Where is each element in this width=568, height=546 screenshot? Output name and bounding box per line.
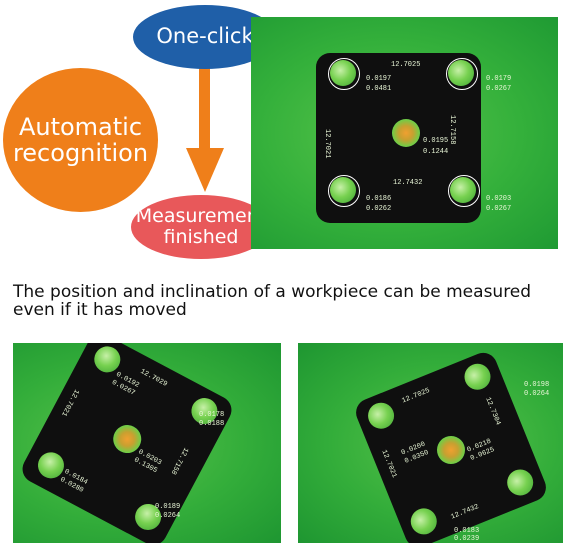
hole-center: [392, 119, 420, 147]
measurement-value: 0.0481: [366, 85, 392, 93]
measurement-value: 0.0197: [366, 75, 392, 83]
detection-ring: [448, 175, 480, 207]
caption-line1: The position and inclination of a workpi…: [13, 282, 532, 302]
measurement-value: 0.0203: [486, 195, 512, 203]
detection-ring: [328, 175, 360, 207]
caption-line2: even if it has moved: [13, 300, 187, 320]
moved-workpiece-photo-left: 12.7029 12.7021 12.7158 0.0192 0.0267 0.…: [13, 343, 281, 543]
main-workpiece-photo: 12.7025 12.7021 12.7158 12.7432 0.0197 0…: [251, 17, 558, 249]
measurement-finished-line2: finished: [163, 226, 239, 248]
measurement-value: 0.0195: [423, 137, 449, 145]
measurement-value: 0.0267: [486, 205, 512, 213]
measurement-value: 0.0183: [454, 527, 480, 535]
detection-ring: [328, 58, 360, 90]
rotated-plate-group: 12.7029 12.7021 12.7158 0.0192 0.0267 0.…: [17, 343, 237, 543]
automatic-recognition-line1: Automatic: [18, 112, 143, 141]
arrow-down-icon: [186, 148, 224, 192]
measurement-value: 0.0262: [366, 205, 392, 213]
caption: The position and inclination of a workpi…: [13, 283, 563, 319]
automatic-recognition-line2: recognition: [12, 139, 149, 167]
left-dimension: 12.7021: [323, 129, 331, 159]
measurement-value: 0.0178: [199, 411, 225, 419]
measurement-value: 0.0264: [524, 390, 550, 398]
measurement-value: 0.0267: [486, 85, 512, 93]
measurement-value: 0.0264: [155, 512, 181, 520]
automatic-recognition-bubble: Automatic recognition: [3, 68, 158, 212]
measurement-value: 0.0198: [524, 381, 550, 389]
arrow-shaft: [199, 68, 210, 150]
measurement-finished-line1: Measurement: [135, 205, 267, 228]
measurement-value: 0.0186: [366, 195, 392, 203]
moved-workpiece-photo-right: 12.7025 12.7021 12.7304 12.7432 0.0200 0…: [298, 343, 563, 543]
detection-ring: [446, 58, 478, 90]
measurement-value: 0.1244: [423, 148, 449, 156]
measurement-value: 0.0189: [155, 503, 181, 511]
bottom-dimension: 12.7432: [393, 179, 423, 187]
right-dimension: 12.7158: [448, 115, 456, 145]
measurement-finished-bubble: Measurement finished: [131, 195, 271, 259]
top-dimension: 12.7025: [391, 61, 421, 69]
one-click-label: One-click: [156, 24, 254, 49]
measurement-value: 0.0179: [486, 75, 512, 83]
measurement-value: 0.0188: [199, 420, 225, 428]
measurement-value: 0.0239: [454, 535, 480, 543]
rotated-plate-group: 12.7025 12.7021 12.7304 12.7432 0.0200 0…: [351, 348, 551, 543]
